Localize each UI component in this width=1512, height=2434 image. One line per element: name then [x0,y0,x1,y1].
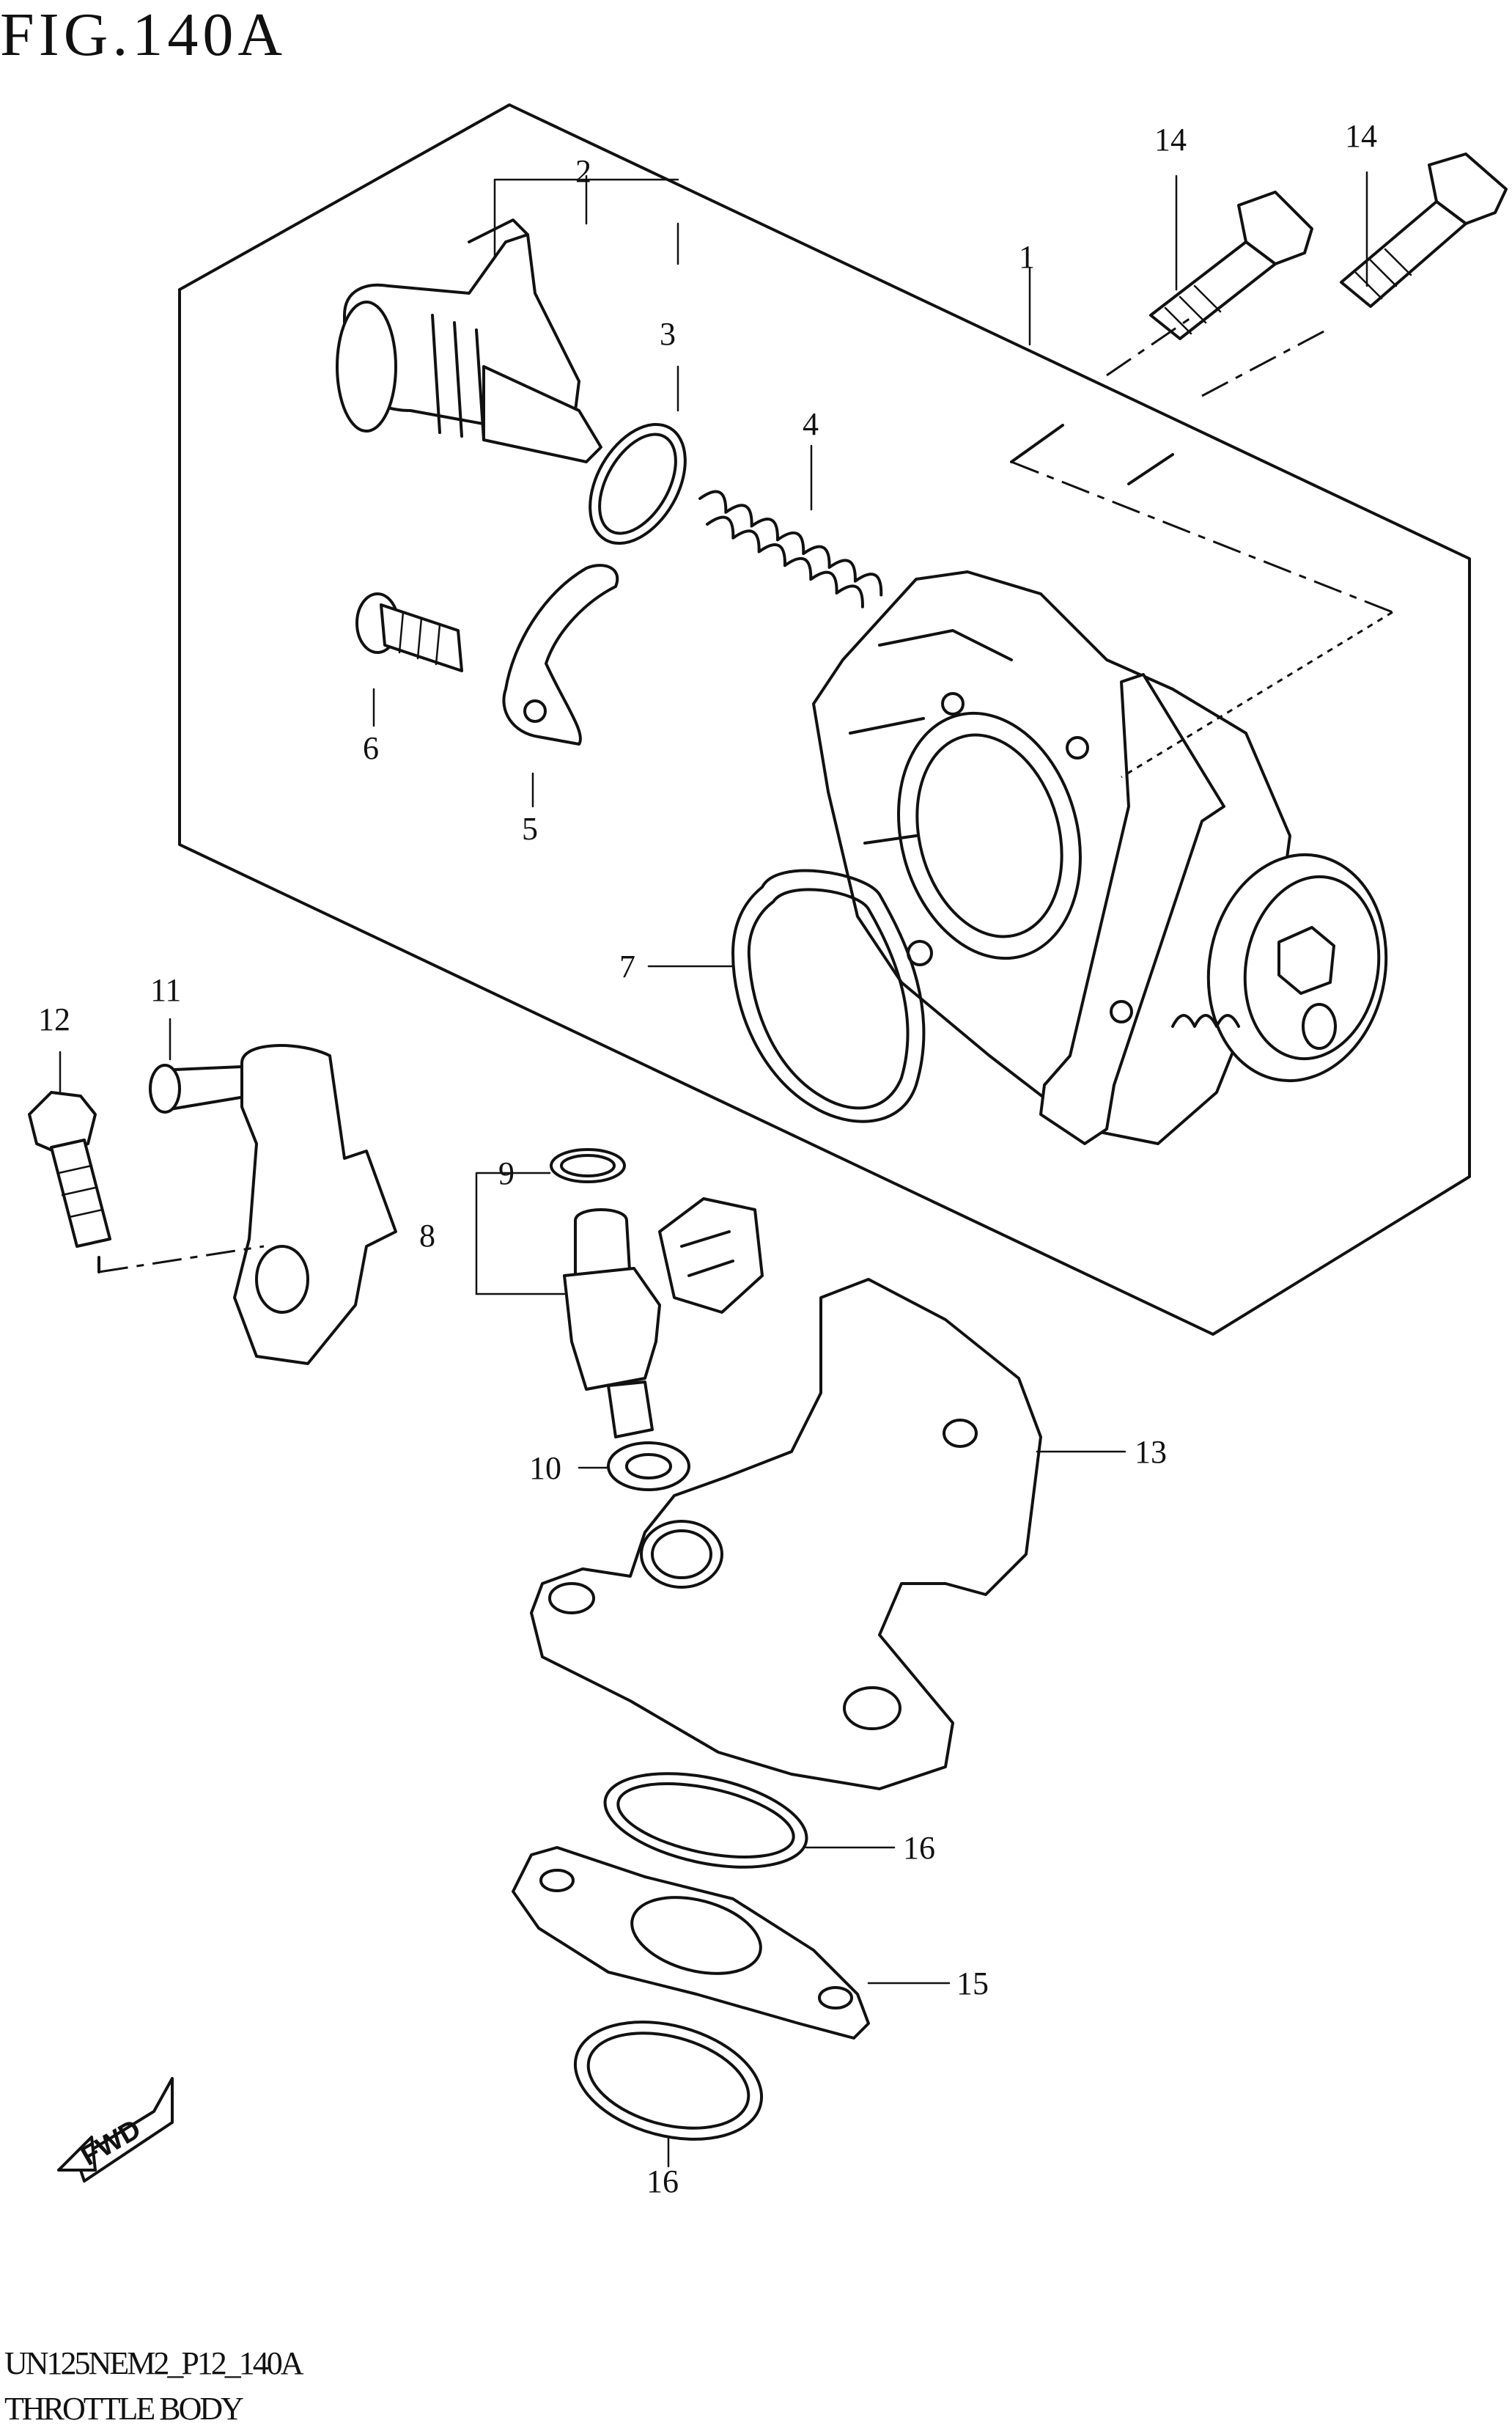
part-15-gasket-plate [512,1846,870,2040]
part-16-o-ring-lower [573,2021,764,2141]
callout-11: 11 [150,972,181,1008]
reference-lines [97,314,1393,1273]
callout-13: 13 [1135,1434,1167,1470]
figure-name: THROTTLE BODY [4,2391,244,2427]
callouts: 2 3 4 1 14 14 6 5 7 11 12 9 8 10 13 16 1… [38,118,1377,2199]
part-16-o-ring-upper [603,1772,808,1869]
part-8-injector [563,1197,764,1438]
callout-16-upper: 16 [903,1830,935,1866]
part-1-throttle-body [812,570,1388,1145]
callout-7: 7 [619,949,635,985]
callout-15: 15 [956,1966,989,2001]
callout-9: 9 [498,1155,515,1191]
callout-6: 6 [363,730,379,766]
part-2-sensor [336,218,602,463]
callout-3: 3 [660,316,676,352]
part-14-bolt-left [1149,191,1313,340]
callout-8: 8 [419,1218,435,1254]
part-9-o-ring [550,1148,626,1183]
part-13-intake-pipe [530,1278,1042,1790]
part-12-bolt [28,1091,111,1248]
leader-lines [59,171,1368,2168]
figure-code: UN125NEM2_P12_140A [4,2345,304,2381]
callout-14-left: 14 [1154,122,1187,158]
callout-10: 10 [529,1450,561,1486]
callout-16-lower: 16 [646,2163,679,2199]
callout-5: 5 [522,811,538,847]
part-6-screw [355,592,463,672]
part-10-seal [607,1441,690,1491]
part-14-bolt-right [1340,152,1508,308]
part-11-sensor [149,1044,397,1365]
part-3-o-ring [589,422,687,545]
callout-12: 12 [38,1001,70,1037]
callout-14-right: 14 [1345,118,1377,154]
fwd-arrow-icon: FWD [57,2077,174,2183]
callout-4: 4 [803,406,819,442]
assembly-boundary [178,103,1471,1336]
part-4-spring [698,490,883,608]
figure-title: FIG.140A [0,1,287,69]
callout-1: 1 [1019,239,1035,275]
part-7-gasket [731,869,926,1123]
callout-2: 2 [575,153,591,189]
part-5-lever [502,564,619,746]
